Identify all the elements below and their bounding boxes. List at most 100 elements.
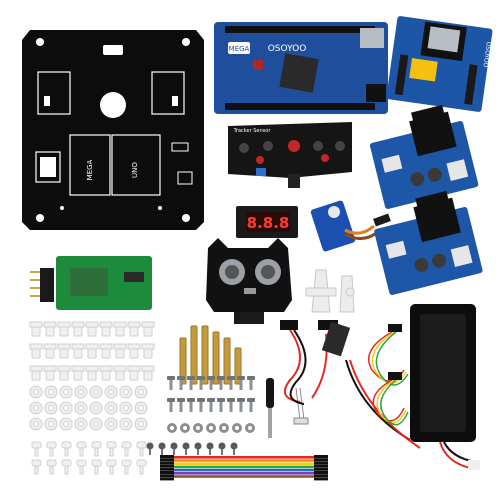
nylon-nut (74, 401, 88, 415)
nylon-standoff (127, 321, 141, 337)
nylon-nut (44, 401, 58, 415)
nylon-standoff (71, 321, 85, 337)
nylon-screw (61, 459, 72, 475)
nylon-standoff (57, 321, 71, 337)
nylon-standoff (113, 321, 127, 337)
nylon-nut (89, 417, 103, 431)
nylon-nut (29, 401, 43, 415)
screw (197, 398, 205, 412)
led-wire (293, 387, 309, 425)
nylon-standoff (43, 365, 57, 381)
nylon-nut (29, 417, 43, 431)
tracker-sensor-title: Tracker Sensor (233, 128, 272, 134)
nylon-standoff (29, 343, 43, 359)
nylon-standoff (141, 343, 155, 359)
small-screw (158, 442, 166, 455)
tracker-sensor: Tracker Sensor (228, 122, 352, 188)
screw (247, 398, 255, 412)
screw (247, 376, 255, 390)
nylon-nut (74, 385, 88, 399)
four-wire-harness (368, 324, 409, 426)
jumper-cable (160, 455, 328, 481)
screw (237, 398, 245, 412)
nylon-standoff (29, 321, 43, 337)
bluetooth-module (30, 256, 152, 310)
motor-driver-1 (369, 104, 479, 209)
nylon-nut (104, 417, 118, 431)
nylon-screw (61, 441, 72, 457)
nylon-screw (121, 441, 132, 457)
nylon-screw (91, 441, 102, 457)
chassis-plate: MEGA UNO (22, 30, 204, 230)
voltmeter-display: 8.8.8 (236, 206, 298, 238)
small-screw (146, 442, 154, 455)
nut (219, 423, 229, 433)
small-screw (194, 442, 202, 455)
nylon-standoff (99, 321, 113, 337)
small-screw (170, 442, 178, 455)
brass-standoff (223, 337, 231, 385)
screws (146, 376, 255, 455)
nylon-screw (46, 459, 57, 475)
nylon-standoff (113, 365, 127, 381)
ultrasonic-sensor (206, 238, 292, 324)
screw (227, 398, 235, 412)
nylon-standoff (141, 365, 155, 381)
nylon-standoff (127, 343, 141, 359)
nylon-screw (136, 441, 147, 457)
screw (237, 376, 245, 390)
nylon-nut (59, 417, 73, 431)
nut (167, 423, 177, 433)
nylon-standoff (99, 365, 113, 381)
small-screw (206, 442, 214, 455)
brass-standoff (179, 337, 187, 385)
nylon-nut (59, 385, 73, 399)
nylon-nut (74, 417, 88, 431)
servo-horns (305, 269, 355, 313)
nylon-standoff (127, 365, 141, 381)
nylon-screw (76, 441, 87, 457)
chassis-label-uno: UNO (131, 162, 139, 178)
nylon-nut (29, 385, 43, 399)
small-screw (230, 442, 238, 455)
screw (167, 376, 175, 390)
screw (187, 398, 195, 412)
nylon-nut (44, 417, 58, 431)
screw (197, 376, 205, 390)
brass-standoff (190, 325, 198, 385)
battery-box (410, 304, 480, 470)
brass-standoff (234, 347, 242, 385)
brass-standoffs (179, 325, 242, 385)
nylon-nut (134, 401, 148, 415)
nylon-standoff (85, 321, 99, 337)
nylon-nut (104, 401, 118, 415)
nylon-nut (89, 385, 103, 399)
nylon-nut (134, 385, 148, 399)
small-screw (182, 442, 190, 455)
screw (187, 376, 195, 390)
nylon-screw (136, 459, 147, 475)
screw (227, 376, 235, 390)
nylon-standoff (57, 343, 71, 359)
nylon-nut (89, 401, 103, 415)
screw (217, 398, 225, 412)
chassis-label-mega: MEGA (86, 159, 94, 180)
nylon-screw (106, 459, 117, 475)
nylon-nut (119, 385, 133, 399)
nylon-screw (46, 441, 57, 457)
nylon-standoffs (29, 321, 155, 475)
screwdriver (266, 378, 274, 438)
nut (206, 423, 216, 433)
nylon-screw (91, 459, 102, 475)
wifi-shield: OSOYOO (386, 16, 493, 112)
small-screw (218, 442, 226, 455)
nylon-standoff (99, 343, 113, 359)
nylon-nut (134, 417, 148, 431)
nylon-standoff (113, 343, 127, 359)
nylon-screw (106, 441, 117, 457)
nylon-standoff (141, 321, 155, 337)
screw (217, 376, 225, 390)
nylon-nut (119, 417, 133, 431)
mega-brand-label: OSOYOO (268, 44, 307, 54)
